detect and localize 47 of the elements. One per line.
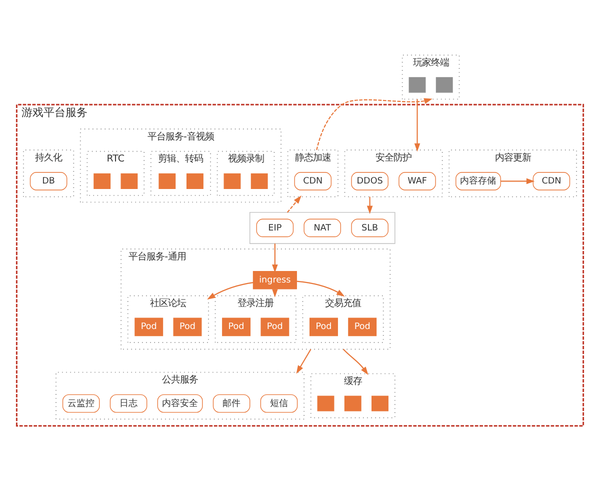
arrow [272,243,278,272]
node-box [94,172,111,188]
node-box: 云监控 [62,394,100,412]
arrow [296,348,312,374]
node-box [250,172,268,188]
node-box [372,395,388,411]
node-box: CDN [532,172,570,190]
cluster: 视频录制 [216,150,275,196]
node-box: 内容安全 [157,394,203,412]
node-box: 内容存储 [456,172,501,190]
node-box [436,76,453,92]
cluster: RTC [86,150,145,196]
arrow [342,348,368,374]
cluster: 剪辑、转码 [150,150,211,196]
arrow [296,280,345,296]
node-box [158,172,176,188]
node-box [317,395,334,411]
node-box: CDN [294,172,332,190]
cluster [249,211,396,244]
node-box: Pod [173,317,202,336]
arrow [366,196,373,214]
node-box: 邮件 [212,394,250,412]
node-box: DB [30,172,68,190]
node-box: NAT [304,218,341,237]
node-box [186,172,204,188]
node-box: SLB [351,218,388,237]
node-box: DDOS [351,172,388,190]
arrow [414,98,420,152]
node-box [344,395,362,411]
node-box [120,172,138,188]
node-box [224,172,241,188]
arrow [207,282,254,299]
node-box: 日志 [110,394,148,412]
cluster: 玩家终端 [402,54,460,100]
node-box: WAF [398,172,436,190]
arrow [500,178,535,184]
node-box: 短信 [260,394,298,412]
arrow [316,98,432,150]
node-box: Pod [222,317,251,336]
node-box: EIP [256,218,294,237]
node-box: Pod [134,317,164,336]
node-box [408,76,426,92]
node-box: Pod [348,317,377,336]
cluster: 缓存 [310,372,396,418]
node-box: Pod [260,317,290,336]
node-box: Pod [309,317,338,336]
arrow [286,195,302,212]
